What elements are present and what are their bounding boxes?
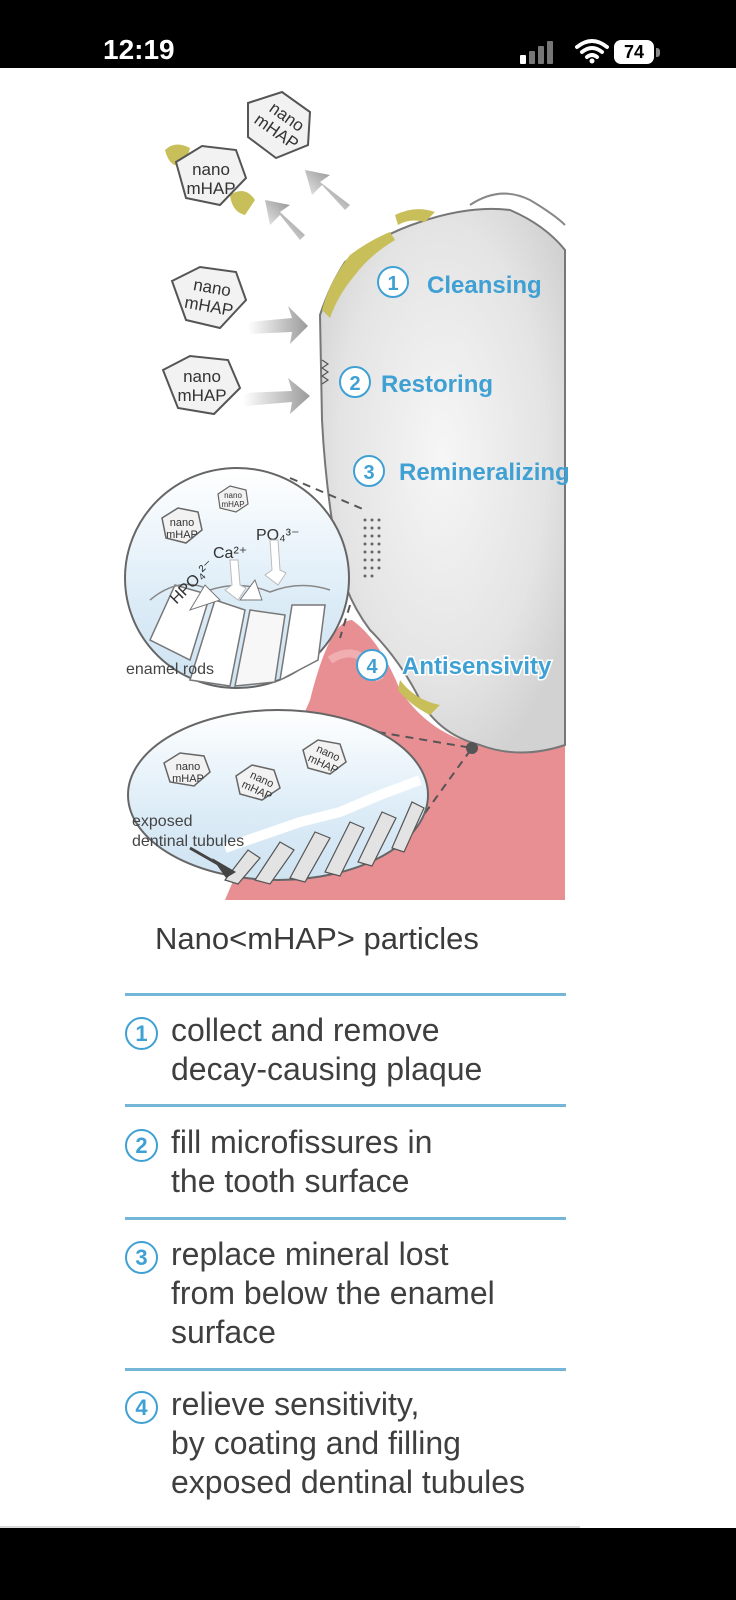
step-number-1: 1 xyxy=(125,1017,158,1050)
wifi-icon xyxy=(575,39,609,64)
svg-text:nano: nano xyxy=(170,517,194,529)
svg-text:mHAP: mHAP xyxy=(186,179,235,198)
particle-hexagon-2: nano mHAP xyxy=(174,144,248,207)
svg-text:Ca²⁺: Ca²⁺ xyxy=(213,545,247,562)
svg-text:mHAP: mHAP xyxy=(172,773,204,785)
svg-text:nano: nano xyxy=(176,761,200,773)
svg-text:Cleansing: Cleansing xyxy=(427,272,542,299)
svg-text:4: 4 xyxy=(366,656,378,678)
legend-item-text: collect and remove decay-causing plaque xyxy=(171,1012,483,1087)
status-bar: 12:19 74 xyxy=(0,0,736,68)
enamel-rods-label: enamel rods xyxy=(126,661,214,678)
step-number-4: 4 xyxy=(125,1391,158,1424)
arrow-up-2 xyxy=(305,170,350,210)
enamel-rods-lens: nano mHAP nano mHAP Ca²⁺ PO₄³⁻ HPO₄²⁻ xyxy=(124,467,350,689)
svg-text:Restoring: Restoring xyxy=(381,371,493,398)
svg-text:mHAP: mHAP xyxy=(221,500,244,509)
battery-level: 74 xyxy=(614,40,654,64)
arrow-up-1 xyxy=(265,200,305,240)
step-number-3: 3 xyxy=(125,1241,158,1274)
status-time: 12:19 xyxy=(103,34,175,65)
legend-rule xyxy=(125,1217,566,1220)
svg-text:Antisensivity: Antisensivity xyxy=(402,653,552,680)
step-label-antisensivity: 4 Antisensivity xyxy=(356,649,554,682)
svg-text:1: 1 xyxy=(387,273,398,295)
svg-text:Remineralizing: Remineralizing xyxy=(399,459,570,486)
step-label-restoring: 2 Restoring xyxy=(339,366,493,398)
image-viewer: nano mHAP nano mHAP nano mHAP nano mHAP … xyxy=(0,68,736,1528)
dentinal-label-line1: exposed xyxy=(132,813,193,830)
svg-text:nano: nano xyxy=(183,367,221,386)
svg-text:PO₄³⁻: PO₄³⁻ xyxy=(256,527,299,544)
step-number-2: 2 xyxy=(125,1129,158,1162)
legend-rule xyxy=(125,993,566,996)
legend-title: Nano<mHAP> particles xyxy=(155,921,479,956)
svg-text:nano: nano xyxy=(192,160,230,179)
cellular-signal-icon xyxy=(520,41,553,64)
dentinal-tubules-lens: nano mHAP nano mHAP nano mHAP xyxy=(127,709,429,885)
battery-icon: 74 xyxy=(614,40,662,66)
svg-text:mHAP: mHAP xyxy=(177,386,226,405)
particle-hexagon-4: nano mHAP xyxy=(161,354,242,416)
bottom-bar xyxy=(0,1528,736,1600)
dentinal-label-line2: dentinal tubules xyxy=(132,833,244,850)
svg-text:2: 2 xyxy=(349,373,360,395)
particle-hexagon-1: nano mHAP xyxy=(247,90,312,160)
legend-rule xyxy=(125,1104,566,1107)
nano-mhap-illustration: nano mHAP nano mHAP nano mHAP nano mHAP … xyxy=(124,90,570,900)
step-label-cleansing: 1 Cleansing xyxy=(377,266,542,299)
particle-hexagon-3: nano mHAP xyxy=(170,265,248,330)
plaque xyxy=(322,232,395,318)
legend-item-text: fill microfissures in the tooth surface xyxy=(171,1124,433,1199)
step-label-remineralizing: 3 Remineralizing xyxy=(353,455,570,487)
arrow-right-2 xyxy=(243,378,310,414)
page-divider xyxy=(0,1526,580,1528)
arrow-right-1 xyxy=(248,306,308,344)
legend-item-text: replace mineral lost from below the enam… xyxy=(171,1236,495,1350)
legend-item-text: relieve sensitivity, by coating and fill… xyxy=(171,1386,526,1500)
svg-text:3: 3 xyxy=(363,462,374,484)
svg-text:nano: nano xyxy=(224,491,242,500)
svg-text:mHAP: mHAP xyxy=(166,529,198,541)
legend-rule xyxy=(125,1368,566,1371)
